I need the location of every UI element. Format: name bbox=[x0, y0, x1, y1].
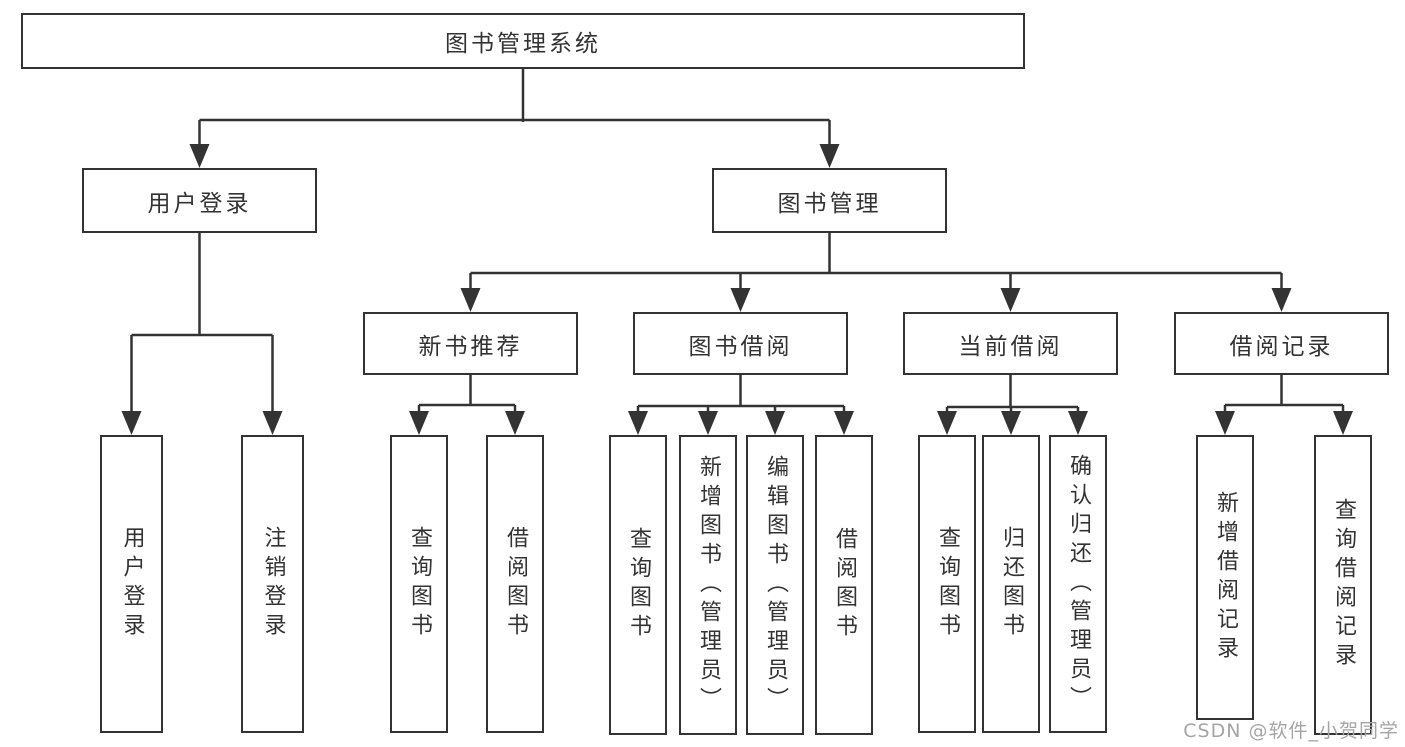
node-label: 图书管理系统 bbox=[445, 31, 601, 57]
node-label: 归还图书 bbox=[999, 526, 1024, 642]
leaf-add-books-admin: 新增图书（管理员） bbox=[679, 435, 737, 735]
node-label: 新书推荐 bbox=[418, 333, 523, 360]
leaf-query-borrow-record: 查询借阅记录 bbox=[1314, 435, 1372, 735]
leaf-confirm-return-admin: 确认归还（管理员） bbox=[1049, 435, 1107, 733]
node-label: 查询图书 bbox=[407, 526, 432, 642]
node-label: 用户登录 bbox=[119, 526, 145, 642]
node-label: 新增图书（管理员） bbox=[696, 454, 721, 716]
node-label: 新增借阅记录 bbox=[1213, 490, 1238, 665]
node-label: 注销登录 bbox=[260, 526, 286, 642]
node-book-borrowing: 图书借阅 bbox=[633, 312, 848, 375]
node-label: 查询图书 bbox=[626, 527, 651, 643]
node-label: 图书借阅 bbox=[688, 333, 793, 360]
node-label: 查询图书 bbox=[935, 526, 960, 642]
node-book-management-branch: 图书管理 bbox=[712, 168, 947, 233]
node-library-management-system: 图书管理系统 bbox=[21, 13, 1025, 69]
leaf-borrow-books: 借阅图书 bbox=[486, 435, 544, 733]
node-label: 借阅图书 bbox=[503, 526, 528, 642]
node-label: 用户登录 bbox=[147, 190, 252, 217]
leaf-add-borrow-record: 新增借阅记录 bbox=[1196, 435, 1254, 720]
leaf-edit-books-admin: 编辑图书（管理员） bbox=[746, 435, 804, 735]
node-label: 确认归还（管理员） bbox=[1066, 453, 1091, 715]
node-current-borrowing: 当前借阅 bbox=[903, 312, 1118, 375]
node-label: 查询借阅记录 bbox=[1331, 498, 1356, 672]
leaf-borrow-books: 借阅图书 bbox=[815, 435, 873, 735]
node-user-login-branch: 用户登录 bbox=[82, 168, 317, 233]
csdn-watermark: CSDN @软件_小贺同学 bbox=[1183, 720, 1399, 742]
node-label: 当前借阅 bbox=[958, 333, 1063, 360]
leaf-return-books: 归还图书 bbox=[982, 435, 1040, 733]
node-new-book-recommendation: 新书推荐 bbox=[363, 312, 578, 375]
leaf-user-login: 用户登录 bbox=[100, 435, 163, 733]
node-borrowing-records: 借阅记录 bbox=[1174, 312, 1389, 375]
leaf-query-books: 查询图书 bbox=[609, 435, 667, 735]
node-label: 借阅图书 bbox=[832, 527, 857, 643]
leaf-query-books: 查询图书 bbox=[390, 435, 448, 733]
node-label: 借阅记录 bbox=[1229, 333, 1334, 360]
leaf-query-books: 查询图书 bbox=[918, 435, 976, 733]
leaf-logout: 注销登录 bbox=[241, 435, 304, 733]
node-label: 编辑图书（管理员） bbox=[763, 454, 788, 716]
node-label: 图书管理 bbox=[777, 190, 882, 217]
